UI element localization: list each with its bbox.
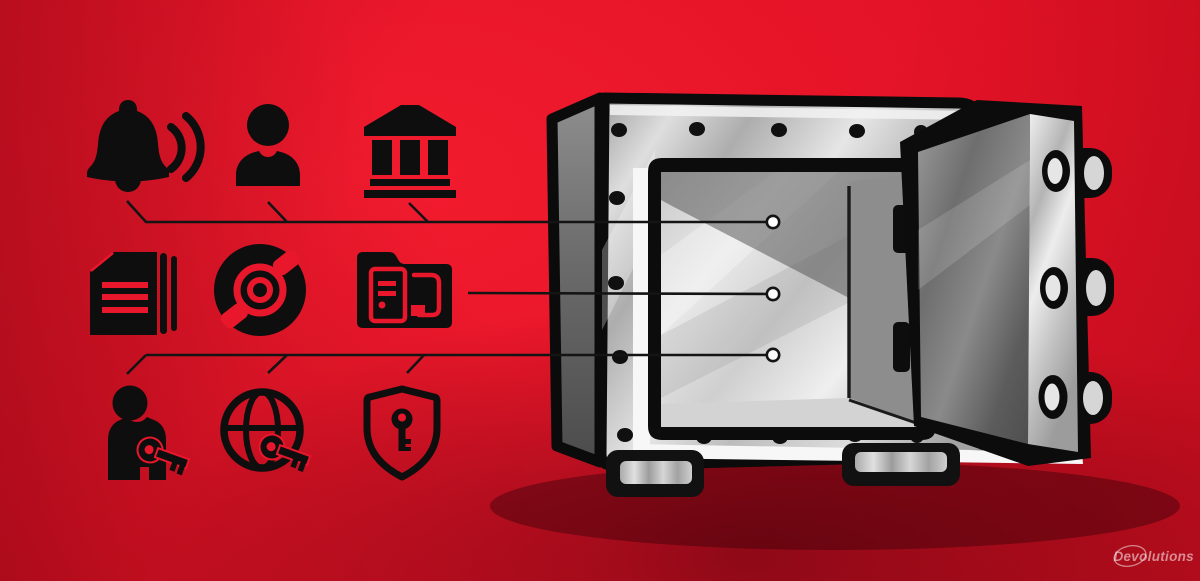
floor-corner-edge <box>848 398 923 427</box>
vault-interior-floor <box>661 398 922 427</box>
connector-dot-3 <box>765 347 781 363</box>
globe-key-icon <box>220 388 312 473</box>
connector-dot-1 <box>765 214 781 230</box>
shield-key-icon <box>363 385 441 481</box>
connector-dot-2 <box>765 286 781 302</box>
door-face-streak <box>918 160 1030 290</box>
door-latch-tab-lower <box>893 322 910 372</box>
interior-streak-dark <box>661 235 850 398</box>
vault-foot-right <box>842 443 960 486</box>
connector-row-3 <box>126 347 781 375</box>
connector-row-1 <box>126 200 781 230</box>
door-bolts <box>1038 150 1070 419</box>
person-icon <box>236 104 300 186</box>
optical-disc-icon <box>214 244 306 336</box>
devices-folder-icon <box>357 252 452 328</box>
connector-lines <box>126 200 781 375</box>
door-face <box>918 114 1030 444</box>
opening-highlight-left <box>633 168 650 447</box>
brand-watermark: Devolutions <box>1113 545 1194 567</box>
brand-watermark-text: Devolutions <box>1113 549 1194 564</box>
vault-door <box>900 100 1114 466</box>
vault-ground-shadow <box>490 462 1180 550</box>
vault-foot-left <box>606 450 704 497</box>
documents-icon <box>90 252 177 335</box>
bank-icon <box>364 105 456 198</box>
vault-top-highlight <box>610 105 976 120</box>
connector-row-2 <box>467 286 781 302</box>
vault-side-panel <box>546 92 606 468</box>
person-key-icon <box>108 385 191 480</box>
alarm-bell-icon <box>87 100 205 192</box>
